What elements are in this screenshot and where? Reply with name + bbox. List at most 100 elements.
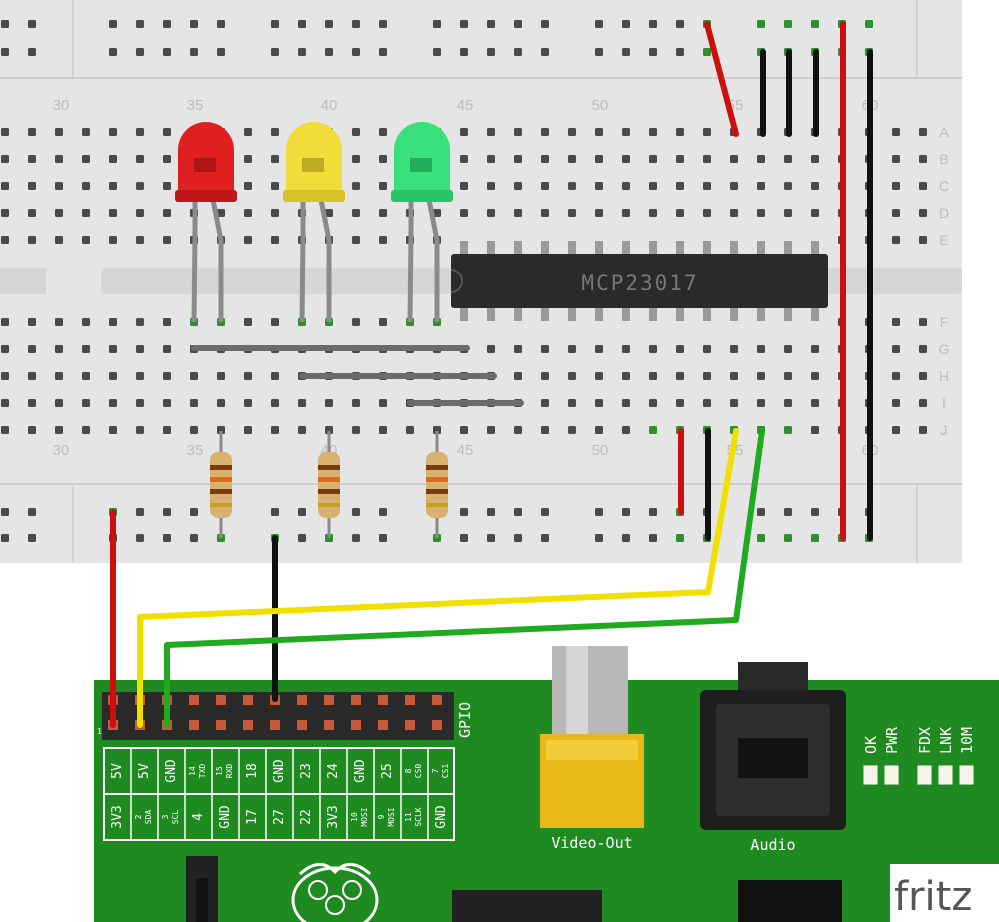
breadboard-hole bbox=[109, 209, 117, 217]
jumper-wires bbox=[191, 345, 524, 406]
breadboard-hole bbox=[55, 128, 63, 136]
breadboard-column-number: 45 bbox=[457, 97, 474, 114]
breadboard-hole bbox=[217, 48, 225, 56]
resistor-1-body bbox=[210, 452, 232, 518]
breadboard-hole bbox=[730, 345, 738, 353]
breadboard-hole bbox=[244, 182, 252, 190]
gpio-pin-function: CS1 bbox=[441, 764, 450, 779]
breadboard-hole bbox=[136, 534, 144, 542]
breadboard-hole bbox=[433, 20, 441, 28]
breadboard-hole bbox=[568, 128, 576, 136]
breadboard-hole bbox=[784, 508, 792, 516]
breadboard-hole bbox=[379, 426, 387, 434]
breadboard-hole bbox=[487, 426, 495, 434]
fritz-watermark-text: fritz bbox=[894, 874, 972, 920]
breadboard-hole bbox=[28, 48, 36, 56]
breadboard-hole bbox=[28, 318, 36, 326]
breadboard-hole bbox=[82, 155, 90, 163]
breadboard-hole bbox=[298, 426, 306, 434]
resistor-2-band-3 bbox=[318, 489, 340, 494]
gpio-pin-label: GND bbox=[353, 759, 368, 783]
breadboard-hole bbox=[622, 155, 630, 163]
breadboard-hole bbox=[514, 182, 522, 190]
breadboard-hole bbox=[514, 534, 522, 542]
breadboard-hole bbox=[136, 128, 144, 136]
gpio-pin-number: 24 bbox=[326, 763, 341, 779]
breadboard-hole bbox=[55, 318, 63, 326]
breadboard-hole bbox=[811, 426, 819, 434]
breadboard-hole bbox=[676, 20, 684, 28]
breadboard-hole bbox=[757, 345, 765, 353]
breadboard-hole bbox=[1, 426, 9, 434]
status-led-label: OK bbox=[862, 736, 880, 754]
gpio-pin-number: 3V3 bbox=[326, 805, 341, 828]
led-green-flange bbox=[391, 190, 453, 202]
breadboard-hole bbox=[460, 20, 468, 28]
gpio-pin-number: 7 bbox=[431, 768, 440, 773]
breadboard-hole bbox=[325, 426, 333, 434]
breadboard-hole bbox=[109, 128, 117, 136]
breadboard-hole bbox=[379, 20, 387, 28]
breadboard-hole bbox=[460, 209, 468, 217]
breadboard-hole bbox=[163, 534, 171, 542]
breadboard-hole bbox=[136, 508, 144, 516]
breadboard-hole bbox=[649, 155, 657, 163]
breadboard-hole bbox=[919, 399, 927, 407]
breadboard-hole bbox=[163, 318, 171, 326]
breadboard-hole bbox=[568, 426, 576, 434]
breadboard-hole bbox=[298, 399, 306, 407]
gpio-pin-function: CS0 bbox=[414, 764, 423, 779]
gpio-pin-number: GND bbox=[164, 759, 179, 783]
breadboard-hole bbox=[919, 426, 927, 434]
led-green-leg-anode bbox=[426, 199, 440, 322]
breadboard-hole bbox=[163, 20, 171, 28]
chip-pin bbox=[568, 241, 576, 255]
status-led bbox=[917, 765, 932, 785]
breadboard-column-number: 35 bbox=[187, 97, 204, 114]
breadboard-row-letter: D bbox=[939, 205, 949, 221]
resistor-3-body bbox=[426, 452, 448, 518]
breadboard-hole bbox=[649, 128, 657, 136]
chip-pin bbox=[703, 241, 711, 255]
breadboard-hole bbox=[352, 508, 360, 516]
breadboard-hole bbox=[622, 20, 630, 28]
breadboard-hole bbox=[811, 534, 819, 542]
breadboard-hole bbox=[190, 399, 198, 407]
breadboard-hole bbox=[487, 155, 495, 163]
breadboard-hole bbox=[136, 372, 144, 380]
breadboard-hole bbox=[28, 372, 36, 380]
gpio-pin-number: 14 bbox=[188, 766, 197, 776]
status-led bbox=[884, 765, 899, 785]
breadboard-hole bbox=[55, 236, 63, 244]
center-channel-left bbox=[0, 268, 46, 294]
breadboard-hole bbox=[568, 155, 576, 163]
resistors bbox=[210, 431, 448, 538]
breadboard-hole bbox=[811, 182, 819, 190]
breadboard-hole bbox=[757, 20, 765, 28]
resistor-2 bbox=[318, 431, 340, 538]
breadboard-row-letter: A bbox=[939, 124, 949, 140]
gpio-pin bbox=[432, 720, 442, 730]
gpio-pin-function: MOSI bbox=[360, 807, 369, 826]
gpio-pin-number: 17 bbox=[245, 809, 260, 825]
breadboard-hole bbox=[1, 318, 9, 326]
video-out-body-shade bbox=[546, 740, 638, 760]
breadboard-hole bbox=[541, 426, 549, 434]
gpio-pin-number: 4 bbox=[191, 813, 206, 821]
chip-pin bbox=[784, 241, 792, 255]
status-led-label: 10M bbox=[958, 727, 976, 754]
gpio-pin-number: 3V3 bbox=[110, 805, 125, 828]
breadboard-hole bbox=[244, 318, 252, 326]
breadboard-hole bbox=[676, 182, 684, 190]
gpio-pin-label: 18 bbox=[245, 763, 260, 779]
gpio-pin-label: GND bbox=[164, 759, 179, 783]
breadboard-hole bbox=[568, 182, 576, 190]
chip-pin bbox=[676, 307, 684, 321]
breadboard-hole bbox=[244, 372, 252, 380]
gpio-pin-number: 5V bbox=[137, 763, 152, 779]
breadboard-hole bbox=[190, 48, 198, 56]
breadboard-hole bbox=[541, 372, 549, 380]
breadboard-hole bbox=[622, 128, 630, 136]
breadboard-hole bbox=[811, 20, 819, 28]
breadboard-hole bbox=[595, 20, 603, 28]
